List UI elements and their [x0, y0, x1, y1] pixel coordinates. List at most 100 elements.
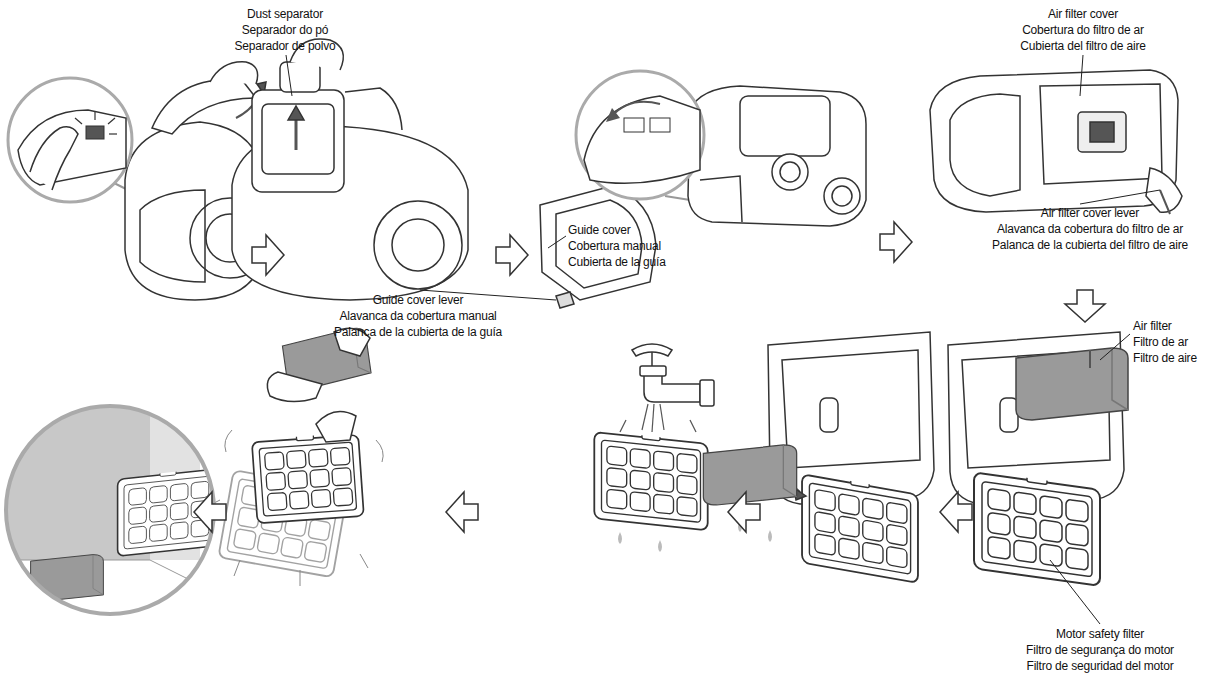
separator-guide-cover: [665, 196, 690, 200]
magnifier-latch: [576, 71, 704, 199]
magnifier-button: [109, 133, 117, 134]
separator-guide-cover: [780, 162, 800, 182]
faucet-washing: [651, 352, 653, 366]
part-label: Cubierta de la guía: [568, 254, 666, 270]
magnifier-latch: [584, 96, 700, 183]
magnifier-latch: [606, 108, 620, 122]
bin-filter-open: [802, 469, 918, 583]
faucet-washing: [700, 380, 714, 406]
faucet-washing: [660, 404, 664, 430]
bin-with-filters: [1016, 348, 1128, 420]
step-arrow: [446, 492, 478, 532]
faucet-washing: [620, 404, 696, 432]
magnifier-button: [8, 78, 132, 202]
vacuum-dust-separator: [262, 104, 334, 174]
hands-drying: [300, 570, 301, 586]
bin-with-filters: [1089, 350, 1091, 368]
vacuum-dust-separator: [280, 62, 320, 92]
step-arrow: [194, 492, 226, 532]
separator-guide-cover: [688, 86, 866, 226]
hands-drying: [267, 372, 322, 402]
faucet-washing: [644, 374, 700, 402]
leader-line: [286, 55, 1160, 624]
magnifier-latch: [576, 71, 704, 199]
faucet-washing: [594, 427, 707, 531]
leader-line: [286, 55, 292, 96]
magnifier-button: [86, 126, 104, 139]
hands-drying: [252, 430, 364, 524]
faucet-washing: [690, 420, 696, 432]
bin-filter-open: [820, 398, 838, 432]
vacuum-dust-separator: [288, 106, 304, 120]
unit-air-filter-cover: [930, 70, 1178, 212]
separator-guide-cover: [824, 178, 860, 214]
step-arrow: [880, 222, 912, 262]
part-label: Guide cover lever: [373, 292, 464, 308]
part-label: Alavanca da cobertura do filtro de ar: [997, 221, 1183, 237]
leader-line: [1080, 190, 1160, 204]
hands-drying: [208, 327, 383, 586]
faucet-washing: [652, 404, 654, 432]
step-arrow: [1065, 290, 1105, 322]
leader-line: [548, 236, 566, 248]
magnifier-latch: [650, 118, 670, 132]
separator-guide-cover: [772, 154, 808, 190]
drying-magnifier: [6, 406, 214, 614]
vacuum-dust-separator: [252, 90, 344, 192]
faucet-washing: [642, 404, 648, 430]
faucet-washing: [632, 344, 672, 356]
bin-with-filters: [948, 332, 1128, 586]
unit-air-filter-cover: [1146, 168, 1182, 212]
magnifier-latch: [612, 102, 660, 116]
magnifier-button: [75, 118, 82, 124]
bin-with-filters: [974, 466, 1100, 586]
faucet-washing: [640, 366, 666, 376]
hands-drying: [376, 440, 383, 462]
faucet-washing: [620, 420, 626, 432]
bin-filter-open: [782, 350, 920, 468]
faucet-washing: [768, 530, 772, 542]
unit-air-filter-cover: [1040, 84, 1162, 184]
step-arrow: [252, 235, 284, 275]
unit-air-filter-cover: [1160, 190, 1170, 214]
unit-air-filter-cover: [1090, 122, 1114, 142]
part-label: Separador do pó: [242, 22, 328, 38]
hands-drying: [208, 430, 383, 586]
part-label: Filtro de seguridad del motor: [1027, 658, 1174, 674]
vacuum-open-lid: [140, 190, 205, 282]
magnifier-button: [75, 112, 117, 134]
separator-guide-cover: [740, 96, 830, 156]
vacuum-dust-separator: [295, 116, 298, 150]
separator-guide-cover: [832, 186, 852, 206]
vacuum-dust-separator: [392, 219, 444, 271]
part-label: Filtro de aire: [1133, 350, 1197, 366]
unit-air-filter-cover: [950, 94, 1020, 196]
part-label: Filtro de segurança do motor: [1026, 642, 1174, 658]
vacuum-open-lid: [152, 79, 256, 134]
part-label: Palanca de la cubierta de la guía: [334, 324, 502, 340]
magnifier-latch: [624, 118, 644, 132]
separator-guide-cover: [556, 292, 574, 308]
leader-line: [1100, 334, 1130, 360]
faucet-washing: [658, 540, 662, 552]
part-label: Cobertura do filtro de ar: [1022, 22, 1144, 38]
faucet-washing: [618, 520, 772, 552]
drying-magnifier: [31, 555, 104, 602]
step-arrow: [496, 235, 528, 275]
part-label: Guide cover: [568, 222, 631, 238]
magnifier-button: [30, 127, 78, 190]
leader-line: [1080, 55, 1083, 96]
unit-air-filter-cover: [1078, 112, 1126, 152]
hands-drying: [225, 430, 232, 452]
hands-drying: [234, 560, 240, 576]
part-label: Cubierta del filtro de aire: [1020, 38, 1145, 54]
part-label: Air filter cover lever: [1041, 205, 1139, 221]
drying-magnifier: [0, 360, 230, 614]
drying-magnifier: [0, 360, 230, 601]
part-label: Dust separator: [247, 6, 323, 22]
step-arrow: [194, 222, 1105, 532]
part-label: Palanca de la cubierta del filtro de air…: [992, 237, 1188, 253]
